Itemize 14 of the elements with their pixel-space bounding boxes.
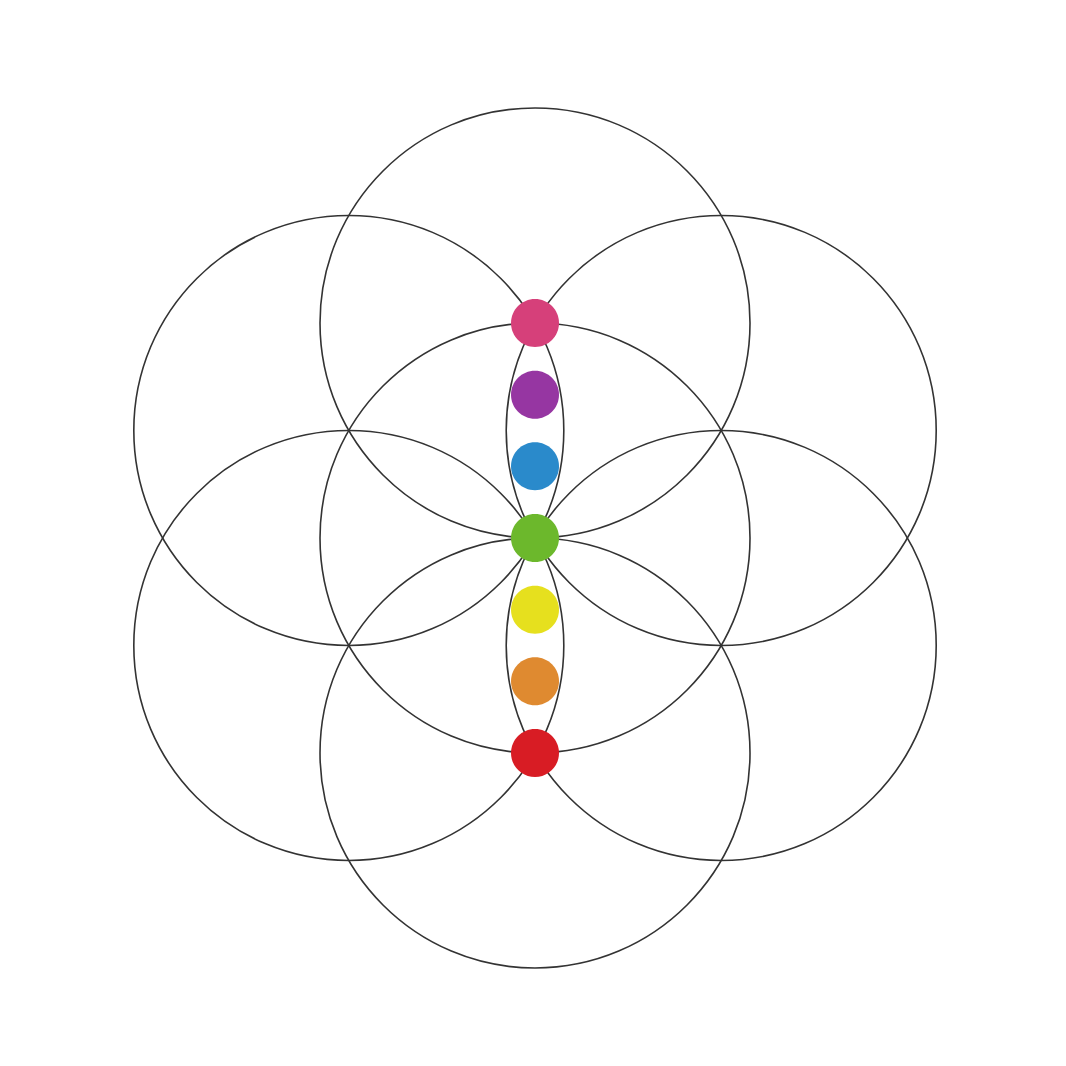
dot: [511, 370, 559, 419]
dot: [511, 729, 559, 777]
ring: [505, 214, 937, 647]
ring: [319, 537, 751, 969]
ring: [133, 214, 565, 647]
dot: [511, 442, 559, 491]
ring: [505, 429, 937, 862]
ring: [133, 429, 565, 862]
dot: [511, 585, 559, 634]
dot: [511, 657, 559, 706]
dot: [511, 514, 559, 562]
dot: [511, 299, 559, 347]
ring: [319, 107, 751, 539]
ring: [319, 322, 751, 754]
